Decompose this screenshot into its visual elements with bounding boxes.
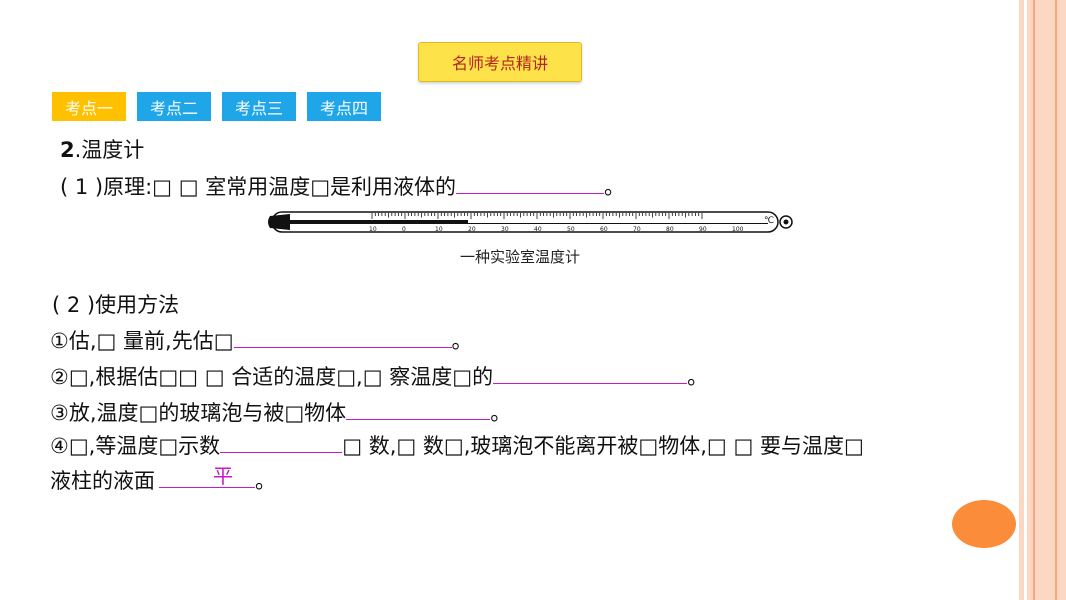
tab-topic-4[interactable]: 考点四 — [307, 92, 381, 121]
heading-text: .温度计 — [74, 138, 145, 162]
next-page-dot[interactable] — [952, 500, 1016, 548]
scale-label: 30 — [501, 226, 509, 233]
step-estimate-text: ①估,□ 量前,先估□ — [50, 329, 234, 353]
step-read-suffix: □ 数,□ 数□,玻璃泡不能离开被□物体,□ □ 要与温度□ — [342, 434, 864, 458]
tab-topic-3[interactable]: 考点三 — [222, 92, 296, 121]
step-select-text: ②□,根据估□□ □ 合适的温度□,□ 察温度□的 — [50, 365, 494, 389]
tab-topic-1[interactable]: 考点一 — [52, 92, 126, 121]
step-read-cont-blank[interactable]: 平 — [159, 464, 255, 488]
step-read-cont-end: 。 — [255, 469, 276, 493]
decor-stripe-right — [1027, 0, 1066, 600]
step-read-blank[interactable] — [220, 432, 343, 453]
unit-label: ℃ — [764, 216, 774, 226]
step-read-cont: 液柱的液面 平。 — [50, 464, 276, 495]
step-read-cont-text: 液柱的液面 — [50, 469, 155, 493]
step-place-blank[interactable] — [346, 399, 491, 420]
principle-line: ( 1 )原理:□ □ 室常用温度□是利用液体的 。 — [60, 171, 625, 201]
principle-end: 。 — [604, 175, 626, 199]
scale-label: 10 — [369, 226, 377, 233]
step-estimate-end: 。 — [451, 329, 473, 353]
scale-label: 60 — [600, 226, 608, 233]
section-title-label: 名师考点精讲 — [451, 54, 548, 73]
step-select-blank[interactable] — [493, 363, 688, 384]
scale-label: 100 — [732, 226, 744, 233]
step-read: ④□,等温度□示数 □ 数,□ 数□,玻璃泡不能离开被□物体,□ □ 要与温度□ — [50, 430, 864, 460]
decor-stripe-left — [1019, 0, 1024, 600]
figure-caption: 一种实验室温度计 — [460, 248, 581, 266]
step-select: ②□,根据估□□ □ 合适的温度□,□ 察温度□的 。 — [50, 361, 708, 391]
answer-text: 平 — [213, 464, 233, 488]
scale-label: 40 — [534, 226, 542, 233]
scale-label: 20 — [468, 226, 476, 233]
step-select-end: 。 — [687, 365, 709, 389]
tab-topic-2[interactable]: 考点二 — [137, 92, 211, 121]
step-place-end: 。 — [490, 401, 512, 425]
scale-label: 80 — [666, 226, 674, 233]
principle-blank[interactable] — [456, 173, 605, 194]
heading-number: 2 — [60, 138, 75, 162]
scale-label: 50 — [567, 226, 575, 233]
step-place: ③放,温度□的玻璃泡与被□物体 。 — [50, 397, 511, 427]
topic-tabs: 考点一 考点二 考点三 考点四 — [52, 92, 381, 121]
scale-label: 90 — [699, 226, 707, 233]
heading: 2.温度计 — [60, 134, 144, 164]
scale-label: 10 — [435, 226, 443, 233]
step-read-text: ④□,等温度□示数 — [50, 434, 221, 458]
principle-text: ( 1 )原理:□ □ 室常用温度□是利用液体的 — [60, 175, 457, 199]
scale-label: 0 — [402, 226, 406, 233]
step-estimate: ①估,□ 量前,先估□ 。 — [50, 325, 473, 355]
section-title-button[interactable]: 名师考点精讲 — [418, 42, 582, 82]
step-estimate-blank[interactable] — [233, 327, 452, 348]
step-place-text: ③放,温度□的玻璃泡与被□物体 — [50, 401, 347, 425]
usage-heading: ( 2 )使用方法 — [52, 293, 180, 317]
scale-label: 70 — [633, 226, 641, 233]
